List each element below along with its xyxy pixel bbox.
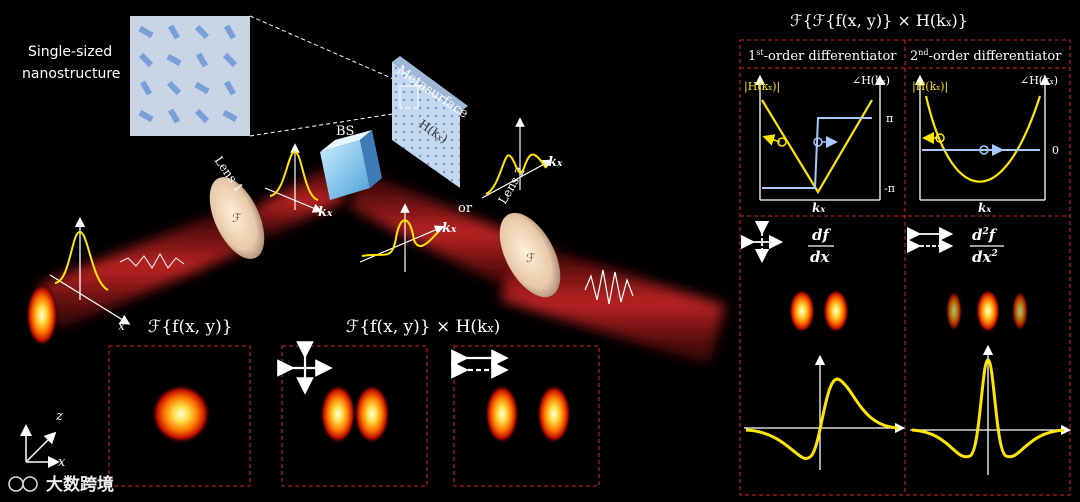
- nanostructure-element: [222, 52, 238, 68]
- nanostructure-element: [223, 24, 237, 40]
- nanostructure-label-2: nanostructure: [22, 66, 120, 82]
- right-panel-title: ℱ{ℱ{f(x, y)} × H(kx)}: [790, 11, 968, 30]
- svg-text:d2f: d2f: [972, 226, 998, 244]
- panel-input: [108, 345, 251, 487]
- svg-text:ℱ: ℱ: [526, 251, 536, 265]
- svg-text:-π: -π: [884, 182, 895, 195]
- bs-label: BS: [336, 124, 354, 139]
- right-parallel-polarization-icon: [906, 226, 954, 254]
- col1-header: 1st-order differentiator: [748, 48, 897, 64]
- col2-transfer-plot: |H(kx)| ∠H(kx) 0 kx: [912, 74, 1059, 215]
- bottom-panels: ℱ{f(x, y)} ℱ{f(x, y)} × H(kx): [108, 317, 600, 487]
- svg-text:kx: kx: [442, 221, 457, 236]
- df-dx-formula: df dx: [808, 226, 834, 266]
- nanostructure-element: [138, 109, 154, 123]
- svg-text:dx: dx: [810, 248, 830, 266]
- input-spot: [151, 384, 211, 444]
- nanostructure-element: [138, 52, 154, 68]
- panel-second-order: [453, 345, 600, 487]
- nanostructure-element: [167, 108, 181, 124]
- first-order-spot-right: [354, 384, 390, 444]
- right-second-order-spot-1: [946, 291, 962, 331]
- svg-text:|H(kx)|: |H(kx)|: [912, 80, 948, 94]
- nanostructure-inset: Single-sized nanostructure: [22, 15, 406, 137]
- nanostructure-element: [138, 25, 154, 39]
- svg-text:df: df: [812, 226, 831, 244]
- d2f-dx2-formula: d2f dx2: [970, 226, 1004, 266]
- nanostructure-element: [166, 80, 182, 96]
- svg-text:z: z: [55, 409, 63, 424]
- nanostructure-element: [194, 24, 210, 40]
- ft-f-times-h-label: ℱ{f(x, y)} × H(kx): [346, 317, 500, 337]
- svg-text:kx: kx: [978, 201, 991, 215]
- col1-transfer-plot: |H(kx)| ∠H(kx) π -π kx: [744, 74, 895, 215]
- watermark: 大数跨境: [8, 474, 114, 495]
- svg-text:ℱ: ℱ: [232, 211, 242, 225]
- nanostructure-element: [195, 52, 209, 68]
- first-derivative-curve: [744, 354, 906, 470]
- coordinate-axes: z x: [20, 409, 66, 470]
- svg-text:0: 0: [1052, 144, 1059, 157]
- ft-f-label: ℱ{f(x, y)}: [148, 317, 233, 337]
- svg-text:kx: kx: [318, 205, 333, 220]
- right-first-order-spot-left: [789, 289, 815, 333]
- second-order-profile: kx: [481, 117, 563, 199]
- beam-splitter: BS: [320, 124, 382, 200]
- right-second-order-spot-2: [976, 289, 1000, 333]
- svg-text:∠H(kx): ∠H(kx): [1020, 74, 1058, 87]
- svg-text:∠H(kx): ∠H(kx): [852, 74, 890, 87]
- svg-text:x: x: [118, 319, 125, 333]
- metasurface: Metasurface H(kx): [392, 56, 471, 188]
- second-order-spot-left: [485, 384, 519, 444]
- beam-source-spot: [26, 283, 58, 347]
- right-first-order-spot-right: [823, 289, 849, 333]
- nanostructure-label-1: Single-sized: [28, 44, 112, 60]
- nanostructure-element: [223, 80, 237, 96]
- svg-text:kx: kx: [548, 155, 563, 170]
- right-second-order-spot-3: [1012, 291, 1028, 331]
- svg-text:dx2: dx2: [972, 248, 998, 266]
- second-order-spot-right: [537, 384, 571, 444]
- nanostructure-element: [167, 24, 181, 40]
- svg-text:|H(kx)|: |H(kx)|: [744, 80, 780, 94]
- svg-text:π: π: [886, 112, 893, 125]
- right-cross-polarization-icon: [740, 220, 784, 264]
- svg-text:kx: kx: [812, 201, 825, 215]
- or-label: or: [458, 201, 473, 216]
- cross-polarization-icon: [277, 341, 333, 395]
- nanostructure-element: [194, 81, 210, 95]
- nanostructure-element: [194, 108, 210, 124]
- col2-header: 2nd-order differentiator: [910, 48, 1062, 64]
- first-order-spot-left: [320, 384, 356, 444]
- panel-first-order: [281, 345, 428, 487]
- output-wave: [584, 269, 634, 305]
- svg-text:x: x: [58, 455, 66, 470]
- right-panel: ℱ{ℱ{f(x, y)} × H(kx)} 1st-order differen…: [739, 11, 1072, 496]
- nanostructure-element: [222, 109, 238, 123]
- fourier-gaussian: kx: [264, 143, 333, 220]
- parallel-polarization-icon: [451, 349, 509, 379]
- watermark-text: 大数跨境: [46, 474, 114, 495]
- nanostructure-element: [139, 80, 153, 96]
- nanostructure-element: [166, 53, 182, 67]
- first-order-profile: kx or: [359, 201, 473, 272]
- input-gaussian: x: [49, 216, 185, 333]
- second-derivative-curve: [910, 344, 1072, 475]
